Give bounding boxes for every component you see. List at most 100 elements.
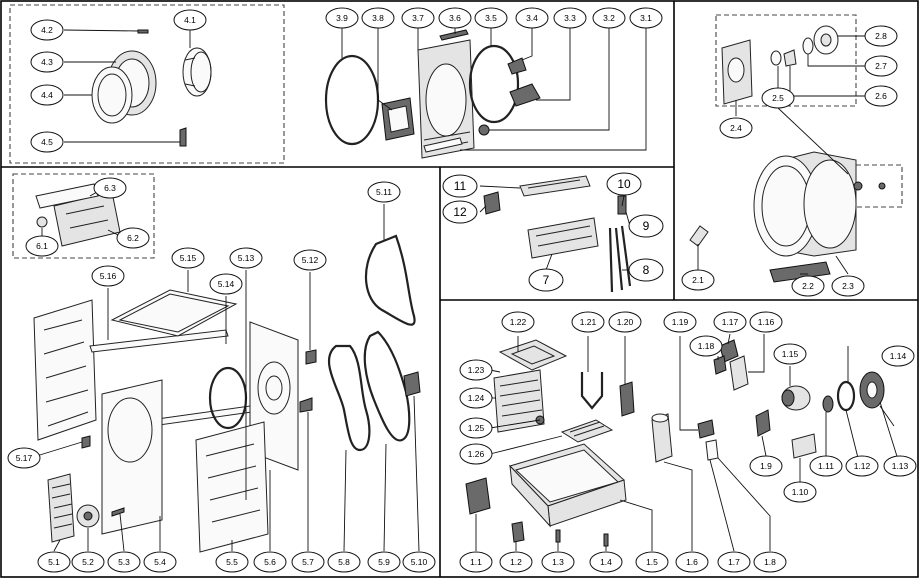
callout-label: 1.8 bbox=[764, 557, 776, 567]
callout-bubble bbox=[367, 551, 401, 573]
callout-bubble bbox=[30, 131, 64, 153]
callout-bubble bbox=[291, 551, 325, 573]
callout-1-3: 1.3 bbox=[541, 551, 575, 573]
callout-label: 6.2 bbox=[127, 233, 139, 243]
part-5.14-crossbar bbox=[89, 329, 253, 427]
callout-3-5: 3.5 bbox=[474, 7, 508, 29]
callout-label: 1.1 bbox=[470, 557, 482, 567]
callout-bubble bbox=[864, 55, 898, 77]
callout-bubble bbox=[629, 7, 663, 29]
callout-5-5: 5.5 bbox=[215, 551, 249, 573]
callout-label: 3.8 bbox=[372, 13, 384, 23]
callout-label: 1.23 bbox=[468, 365, 485, 375]
part-12-filter bbox=[483, 191, 501, 215]
callout-bubble bbox=[541, 551, 575, 573]
callout-bubble bbox=[438, 7, 472, 29]
callout-bubble bbox=[107, 551, 141, 573]
part-3.1-bottom-strip bbox=[423, 137, 463, 153]
callout-8: 8 bbox=[628, 258, 664, 282]
callout-6-3: 6.3 bbox=[93, 177, 127, 199]
part-3.2-sensor bbox=[478, 124, 490, 136]
callout-bubble bbox=[7, 447, 41, 469]
callout-bubble bbox=[459, 443, 493, 465]
part-5.13-front-cabinet bbox=[101, 379, 163, 535]
callout-5-15: 5.15 bbox=[171, 247, 205, 269]
callout-label: 5.1 bbox=[48, 557, 60, 567]
callout-1-16: 1.16 bbox=[749, 311, 783, 333]
part-1.1-pump bbox=[465, 477, 491, 515]
callout-bubble bbox=[501, 311, 535, 333]
callout-label: 1.10 bbox=[792, 487, 809, 497]
part-2.3-drum bbox=[753, 151, 857, 257]
part-5.9-rear-duct-ring bbox=[363, 330, 411, 442]
callout-1-12: 1.12 bbox=[845, 455, 879, 477]
callout-bubble bbox=[143, 551, 177, 573]
callout-label: 1.12 bbox=[854, 461, 871, 471]
callout-bubble bbox=[474, 7, 508, 29]
part-3.6-strip bbox=[439, 29, 469, 41]
callout-1-7: 1.7 bbox=[717, 551, 751, 573]
callout-bubble bbox=[749, 455, 783, 477]
part-1.11-fan-hub bbox=[822, 395, 834, 413]
callout-1-19: 1.19 bbox=[663, 311, 697, 333]
callout-3-4: 3.4 bbox=[515, 7, 549, 29]
part-3.7-front-panel-frame bbox=[417, 39, 475, 159]
callout-label: 5.12 bbox=[302, 255, 319, 265]
callout-5-3: 5.3 bbox=[107, 551, 141, 573]
callout-label: 5.8 bbox=[338, 557, 350, 567]
part-2.8-hub-plate bbox=[813, 25, 839, 55]
part-5.3-screw bbox=[111, 507, 125, 517]
callout-label: 4.3 bbox=[41, 57, 53, 67]
part-5.5-side-panel-right bbox=[195, 421, 269, 553]
callout-bubble bbox=[71, 551, 105, 573]
callout-9: 9 bbox=[628, 214, 664, 238]
callout-bubble bbox=[30, 19, 64, 41]
callout-bubble bbox=[713, 311, 747, 333]
callout-bubble bbox=[864, 25, 898, 47]
callout-label: 4.4 bbox=[41, 90, 53, 100]
part-1.6-compressor bbox=[651, 413, 673, 463]
callout-4-5: 4.5 bbox=[30, 131, 64, 153]
callout-1-14: 1.14 bbox=[881, 345, 915, 367]
callout-label: 1.24 bbox=[468, 393, 485, 403]
callout-2-8: 2.8 bbox=[864, 25, 898, 47]
callout-label: 1.7 bbox=[728, 557, 740, 567]
callout-5-16: 5.16 bbox=[91, 265, 125, 287]
callout-1-20: 1.20 bbox=[608, 311, 642, 333]
part-2.7-spacer bbox=[802, 37, 814, 55]
callout-1-22: 1.22 bbox=[501, 311, 535, 333]
part-3.5-seal-ring bbox=[468, 44, 520, 124]
callout-bubble bbox=[37, 551, 71, 573]
callout-label: 2.8 bbox=[875, 31, 887, 41]
callout-bubble bbox=[592, 7, 626, 29]
callout-5-7: 5.7 bbox=[291, 551, 325, 573]
callout-bubble bbox=[215, 551, 249, 573]
part-1.24-heat-exchanger bbox=[493, 369, 545, 433]
callout-1-13: 1.13 bbox=[883, 455, 917, 477]
callout-bubble bbox=[864, 85, 898, 107]
part-3.4-bracket bbox=[507, 57, 527, 75]
part-5.1-front-grille bbox=[47, 473, 75, 543]
callout-label: 1.5 bbox=[646, 557, 658, 567]
callout-label: 1.2 bbox=[510, 557, 522, 567]
callout-1-5: 1.5 bbox=[635, 551, 669, 573]
part-11-tank-cover bbox=[519, 175, 591, 197]
part-1.15-blower-motor bbox=[781, 385, 811, 411]
callout-bubble bbox=[689, 335, 723, 357]
callout-1-10: 1.10 bbox=[783, 481, 817, 503]
callout-3-7: 3.7 bbox=[401, 7, 435, 29]
part-1.4-pin bbox=[603, 533, 609, 547]
callout-label: 11 bbox=[454, 179, 467, 193]
callout-label: 1.16 bbox=[758, 317, 775, 327]
callout-5-13: 5.13 bbox=[229, 247, 263, 269]
part-5.16-side-panel-left bbox=[33, 299, 97, 441]
callout-label: 5.16 bbox=[100, 271, 117, 281]
callout-label: 1.20 bbox=[617, 317, 634, 327]
callout-label: 2.3 bbox=[842, 281, 854, 291]
callout-label: 2.6 bbox=[875, 91, 887, 101]
callout-bubble bbox=[749, 311, 783, 333]
part-2.6-nut bbox=[783, 49, 797, 67]
part-3.8-filter-housing bbox=[381, 97, 415, 141]
callout-bubble bbox=[753, 551, 787, 573]
part-5.12-plug bbox=[305, 349, 317, 365]
